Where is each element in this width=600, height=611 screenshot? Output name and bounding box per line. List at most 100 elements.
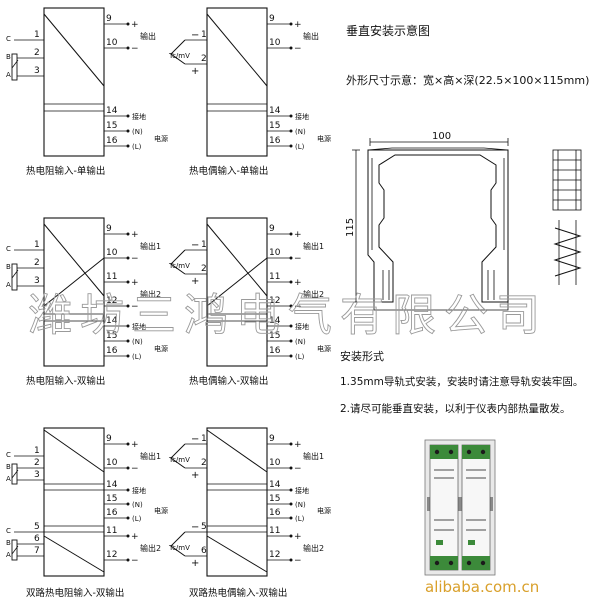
install-title: 安装形式 [340, 349, 384, 363]
side-view-drawing [552, 149, 582, 285]
output-terminal-dot [126, 22, 130, 26]
output-sign: + [294, 532, 302, 542]
power-label-2: 电源 [317, 134, 331, 143]
input-terminal-number: 1 [201, 30, 207, 40]
output-sign: − [131, 44, 139, 54]
output-sign: − [131, 556, 139, 566]
power-label: 接地 [132, 322, 146, 331]
power-terminal-dot [126, 114, 130, 118]
module-box [206, 7, 268, 157]
output-terminal-number: 9 [106, 224, 112, 234]
power-terminal-number: 16 [269, 136, 281, 146]
input-label: A [6, 281, 11, 289]
output-terminal-dot [289, 256, 293, 260]
power-label: (L) [295, 143, 305, 151]
power-label: (N) [295, 501, 306, 509]
isolation-diagonal [43, 257, 105, 307]
input-label: C [6, 527, 11, 535]
output-terminal-dot [289, 534, 293, 538]
output-terminal-dot [126, 280, 130, 284]
input-label: A [6, 551, 11, 559]
output-terminal-number: 9 [106, 14, 112, 24]
power-terminal-number: 16 [106, 136, 118, 146]
output-terminal-number: 9 [106, 434, 112, 444]
site-watermark: alibaba.com.cn [425, 578, 539, 596]
input-label: B [6, 263, 11, 271]
power-terminal-number: 16 [106, 346, 118, 356]
output-terminal-dot [289, 466, 293, 470]
input-terminal-number: 3 [34, 66, 40, 76]
input-terminal-number: 6 [201, 546, 207, 556]
input-label: C [6, 451, 11, 459]
power-label: (L) [132, 353, 142, 361]
input-terminal-number: 3 [34, 276, 40, 286]
input-terminal-number: 5 [34, 522, 40, 532]
output-terminal-number: 10 [106, 248, 118, 258]
output-terminal-number: 12 [106, 550, 117, 560]
tc-label: Tc/mV [168, 544, 190, 552]
output-sign: + [294, 278, 302, 288]
input-label: B [6, 539, 11, 547]
output-sign: − [131, 254, 139, 264]
thermocouple-icon [170, 443, 186, 469]
power-label: 接地 [295, 112, 309, 121]
power-terminal-dot [126, 129, 130, 133]
isolation-diagonal [206, 223, 268, 297]
output-terminal-dot [289, 46, 293, 50]
rtd-resistor-icon [11, 263, 18, 291]
output-sign: − [294, 254, 302, 264]
output-sign: − [131, 464, 139, 474]
input-label: A [6, 475, 11, 483]
isolation-diagonal [206, 535, 268, 573]
input-sign: + [191, 558, 199, 569]
rtd-resistor-icon [11, 59, 19, 69]
output-terminal-number: 10 [269, 38, 281, 48]
power-terminal-dot [126, 339, 130, 343]
input-terminal-number: 2 [201, 264, 207, 274]
tc-label: Tc/mV [168, 456, 190, 464]
output-sign: − [294, 464, 302, 474]
input-sign: + [191, 276, 199, 287]
diagram-caption: 双路热电阻输入-双输出 [26, 587, 124, 599]
power-terminal-number: 15 [269, 331, 280, 341]
output-terminal-dot [126, 442, 130, 446]
rtd-resistor-icon [11, 469, 19, 479]
isolation-diagonal [43, 535, 105, 573]
output-terminal-number: 11 [269, 526, 280, 536]
rail-mounted-modules-photo [424, 439, 496, 576]
output-terminal-dot [126, 558, 130, 562]
output-terminal-dot [126, 304, 130, 308]
power-label: 接地 [295, 486, 309, 495]
output-terminal-dot [289, 558, 293, 562]
input-terminal-number: 6 [34, 534, 40, 544]
power-terminal-number: 14 [269, 480, 281, 490]
power-terminal-number: 15 [106, 331, 117, 341]
input-terminal-number: 1 [34, 446, 40, 456]
output-label-1: 输出1 [303, 241, 324, 251]
output-sign: + [294, 230, 302, 240]
dim-width-label: 100 [432, 131, 451, 142]
input-terminal-number: 5 [201, 522, 207, 532]
isolation-diagonal [43, 223, 105, 297]
output-terminal-dot [126, 466, 130, 470]
input-terminal-number: 1 [201, 240, 207, 250]
power-terminal-dot [126, 354, 130, 358]
thermocouple-icon [170, 39, 186, 65]
input-terminal-number: 2 [34, 258, 40, 268]
power-terminal-dot [289, 502, 293, 506]
input-terminal-number: 1 [34, 240, 40, 250]
power-label-2: 电源 [317, 344, 331, 353]
power-terminal-dot [126, 488, 130, 492]
power-terminal-number: 14 [269, 316, 281, 326]
power-terminal-dot [289, 324, 293, 328]
isolation-diagonal [43, 13, 105, 87]
input-sign: − [191, 522, 199, 533]
output-terminal-dot [289, 304, 293, 308]
power-terminal-number: 14 [106, 480, 118, 490]
input-terminal-number: 2 [201, 54, 207, 64]
tc-label: Tc/mV [168, 52, 190, 60]
power-label: (N) [132, 501, 143, 509]
output-sign: + [294, 440, 302, 450]
output-terminal-number: 11 [106, 272, 117, 282]
